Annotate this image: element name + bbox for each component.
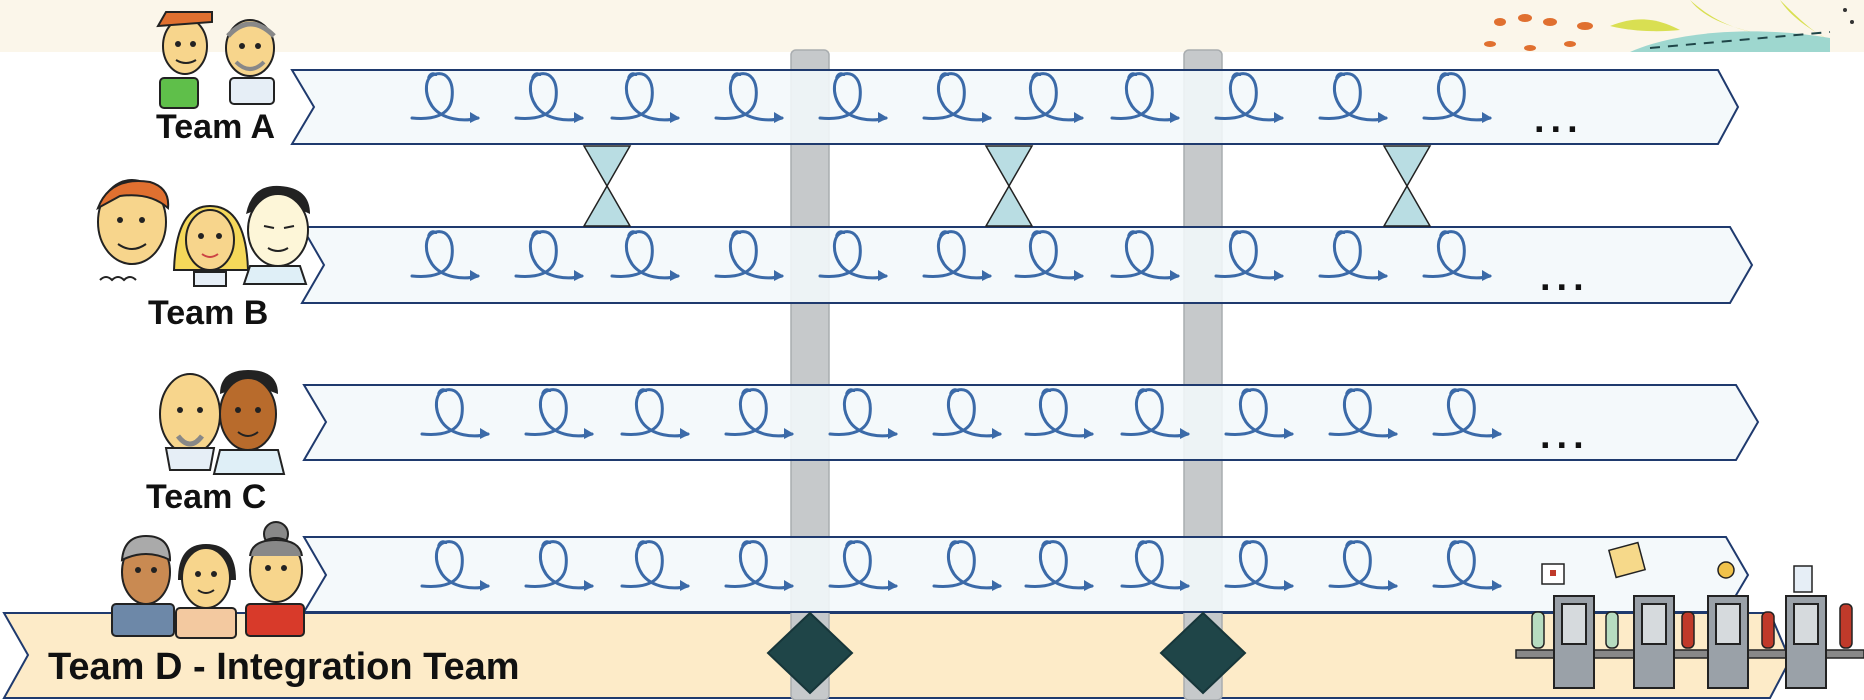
team-d-avatars (112, 522, 304, 638)
team-c-ellipsis: ... (1540, 415, 1590, 457)
hourglass-icon (584, 146, 630, 226)
team-b-avatars (98, 180, 310, 286)
person-avatar-icon (174, 206, 248, 286)
hourglass-icon (986, 146, 1032, 226)
person-avatar-icon (214, 370, 284, 474)
person-avatar-icon (176, 544, 236, 638)
person-avatar-icon (98, 180, 168, 280)
iteration-loops (412, 73, 1502, 591)
person-avatar-icon (244, 186, 310, 284)
team-a-label: Team A (156, 110, 275, 144)
person-avatar-icon (246, 522, 304, 636)
hourglass-icon (1384, 146, 1430, 226)
team-c-label: Team C (146, 480, 266, 514)
team-b-ellipsis: ... (1540, 257, 1590, 299)
team-b-label: Team B (148, 296, 268, 330)
team-d-lane (304, 537, 1748, 612)
person-avatar-icon (112, 536, 174, 636)
team-a-lane (292, 70, 1738, 144)
person-avatar-icon (160, 374, 220, 470)
team-c-avatars (160, 370, 284, 474)
person-avatar-icon (226, 20, 274, 104)
team-d-label: Team D - Integration Team (48, 648, 520, 686)
team-a-ellipsis: ... (1534, 99, 1584, 141)
team-b-lane (302, 227, 1752, 303)
